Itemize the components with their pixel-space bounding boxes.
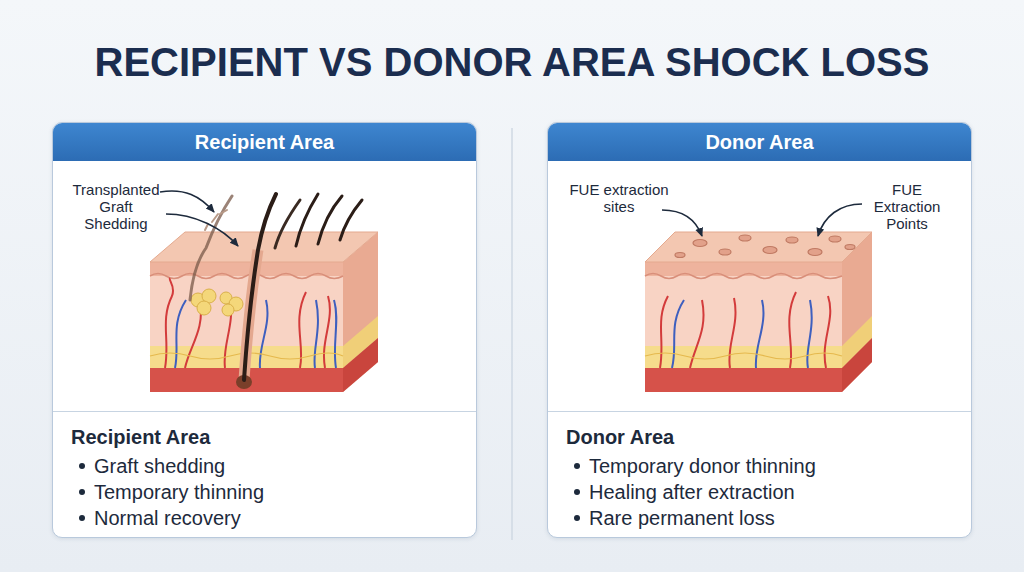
bullet-dot <box>79 489 85 495</box>
bullet-row: Graft shedding <box>71 453 476 479</box>
donor-skin-block <box>645 232 872 392</box>
bullet-text: Rare permanent loss <box>589 507 775 529</box>
bullet-row: Normal recovery <box>71 505 476 531</box>
extraction-holes <box>675 235 855 258</box>
bullet-text: Temporary donor thinning <box>589 455 816 477</box>
bullet-row: Healing after extraction <box>566 479 971 505</box>
panel-card: Recipient AreaRecipient AreaGraft sheddi… <box>52 122 477 538</box>
panel-separator <box>511 128 513 540</box>
bullet-dot <box>79 515 85 521</box>
recipient-skin-block <box>150 194 378 392</box>
section-heading: Recipient Area <box>71 425 476 449</box>
panel-header: Donor Area <box>548 123 971 161</box>
bullet-text: Temporary thinning <box>94 481 264 503</box>
panel-card: Donor AreaDonor AreaTemporary donor thin… <box>547 122 972 538</box>
bullet-dot <box>574 463 580 469</box>
bullet-text: Normal recovery <box>94 507 241 529</box>
bullet-dot <box>79 463 85 469</box>
bullet-text: Healing after extraction <box>589 481 795 503</box>
section-heading: Donor Area <box>566 425 971 449</box>
bullet-row: Temporary donor thinning <box>566 453 971 479</box>
bullet-row: Temporary thinning <box>71 479 476 505</box>
leader-arrows <box>160 191 862 246</box>
bullet-dot <box>574 515 580 521</box>
panel-header: Recipient Area <box>53 123 476 161</box>
text-section: Recipient AreaGraft sheddingTemporary th… <box>53 411 476 538</box>
text-section: Donor AreaTemporary donor thinningHealin… <box>548 411 971 538</box>
bullet-row: Rare permanent loss <box>566 505 971 531</box>
bullet-dot <box>574 489 580 495</box>
diagram-title: RECIPIENT VS DONOR AREA SHOCK LOSS <box>0 38 1024 86</box>
bullet-text: Graft shedding <box>94 455 225 477</box>
